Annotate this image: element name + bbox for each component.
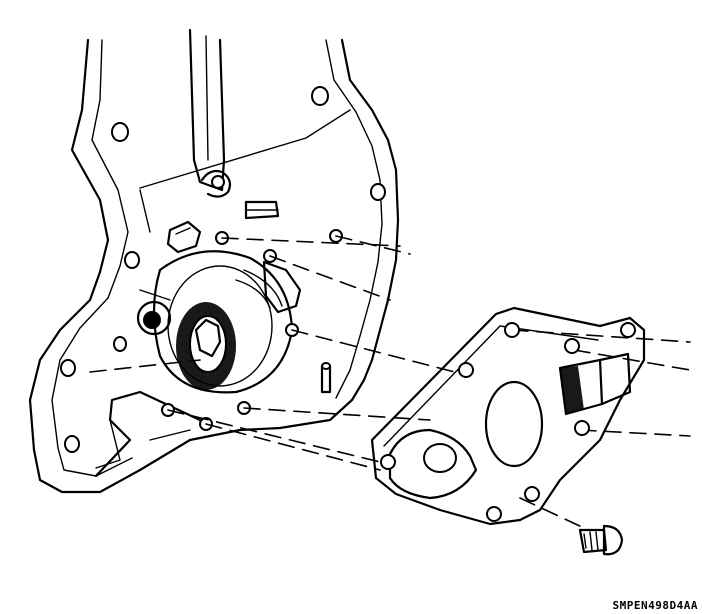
cover-screw <box>578 524 624 556</box>
oil-pump-gear-assembly <box>152 250 302 394</box>
housing-bolt-holes <box>60 86 386 453</box>
relief-valve-plug <box>166 200 280 254</box>
figure-code-label: SMPEN498D4AA <box>612 599 698 612</box>
cover-bolt-holes <box>380 322 636 522</box>
oil-pump-cover <box>370 306 646 526</box>
dowel-pin <box>320 362 332 394</box>
front-cover-housing <box>28 28 400 494</box>
housing-boss <box>136 289 172 336</box>
housing-mount-holes <box>161 229 343 431</box>
